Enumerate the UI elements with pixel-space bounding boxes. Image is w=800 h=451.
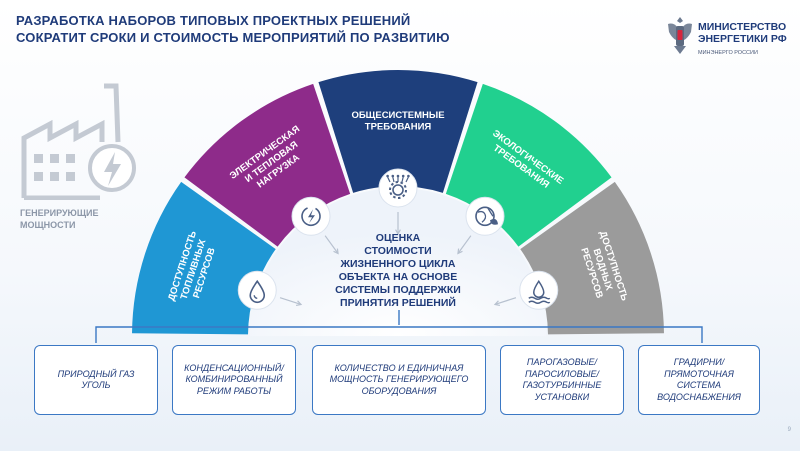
segment-label-line: ТРЕБОВАНИЯ xyxy=(365,121,432,132)
option-box-line: ПАРОГАЗОВЫЕ/ xyxy=(526,357,598,367)
center-text-line: ПРИНЯТИЯ РЕШЕНИЙ xyxy=(340,297,456,309)
segment-label-line: ОБЩЕСИСТЕМНЫЕ xyxy=(351,110,444,121)
option-box-line: СИСТЕМА xyxy=(676,380,722,390)
option-box-line: КОНДЕНСАЦИОННЫЙ/ xyxy=(184,362,284,373)
title-line: РАЗРАБОТКА НАБОРОВ ТИПОВЫХ ПРОЕКТНЫХ РЕШ… xyxy=(16,13,411,28)
page-number: 9 xyxy=(787,427,791,433)
flow-arrow xyxy=(279,297,302,306)
option-box-line: КОМБИНИРОВАННЫЙ xyxy=(185,374,283,385)
emblem-icon xyxy=(668,17,692,54)
option-box-line: ПАРОСИЛОВЫЕ/ xyxy=(524,368,600,379)
generation-label: ГЕНЕРИРУЮЩИЕ МОЩНОСТИ xyxy=(20,207,99,231)
option-box-line: ОБОРУДОВАНИЯ xyxy=(361,385,437,396)
page-title: РАЗРАБОТКА НАБОРОВ ТИПОВЫХ ПРОЕКТНЫХ РЕШ… xyxy=(16,12,536,46)
generation-label-line: ГЕНЕРИРУЮЩИЕ xyxy=(20,208,99,218)
option-box-line: МОЩНОСТЬ ГЕНЕРИРУЮЩЕГО xyxy=(329,374,469,385)
eco-globe-icon xyxy=(465,196,505,236)
flow-arrow xyxy=(324,235,339,254)
center-text-line: ОЦЕНКА xyxy=(375,232,421,244)
arrow-head xyxy=(457,248,463,255)
drop-icon xyxy=(237,270,277,310)
option-box-line: УСТАНОВКИ xyxy=(534,391,590,402)
option-box-line: ГАЗОТУРБИННЫЕ xyxy=(522,380,602,390)
option-box-line: ПРИРОДНЫЙ ГАЗ xyxy=(57,368,135,379)
arrow-head xyxy=(395,229,401,236)
power-icon xyxy=(291,196,331,236)
arrow-head xyxy=(333,248,339,255)
option-box-line: КОЛИЧЕСТВО И ЕДИНИЧНАЯ xyxy=(334,362,464,373)
center-text-line: ЖИЗНЕННОГО ЦИКЛА xyxy=(340,258,456,270)
flow-arrow xyxy=(494,297,517,306)
arrow-head xyxy=(295,300,303,306)
gear-network-icon xyxy=(378,168,418,208)
water-icon xyxy=(519,270,559,310)
title-line: СОКРАТИТ СРОКИ И СТОИМОСТЬ МЕРОПРИЯТИЙ П… xyxy=(16,30,450,45)
ministry-name-line: ЭНЕРГЕТИКИ РФ xyxy=(698,33,787,45)
center-text-line: СИСТЕМЫ ПОДДЕРЖКИ xyxy=(335,284,461,296)
option-box-line: ВОДОСНАБЖЕНИЯ xyxy=(657,391,741,402)
segment-3 xyxy=(318,70,478,193)
icons-layer xyxy=(237,168,559,310)
factory-lightning-icon xyxy=(21,83,136,200)
ministry-name-line: МИНИСТЕРСТВО xyxy=(698,21,787,33)
option-box-line: УГОЛЬ xyxy=(81,380,111,390)
option-box-line: ГРАДИРНИ/ xyxy=(673,357,725,367)
flow-arrow xyxy=(457,235,472,254)
arrows-layer xyxy=(279,212,517,306)
generation-label-line: МОЩНОСТИ xyxy=(20,220,76,230)
ministry-subtitle: МИНЭНЕРГО РОССИИ xyxy=(698,50,758,56)
ministry-logo: МИНИСТЕРСТВО ЭНЕРГЕТИКИ РФ МИНЭНЕРГО РОС… xyxy=(664,14,794,62)
center-text-line: СТОИМОСТИ xyxy=(364,245,432,257)
center-text-line: ОБЪЕКТА НА ОСНОВЕ xyxy=(338,271,458,283)
arrow-head xyxy=(493,300,501,306)
option-box-line: РЕЖИМ РАБОТЫ xyxy=(196,385,272,396)
ministry-name: МИНИСТЕРСТВО ЭНЕРГЕТИКИ РФ xyxy=(698,21,787,45)
option-box-line: ПРЯМОТОЧНАЯ xyxy=(664,368,734,379)
